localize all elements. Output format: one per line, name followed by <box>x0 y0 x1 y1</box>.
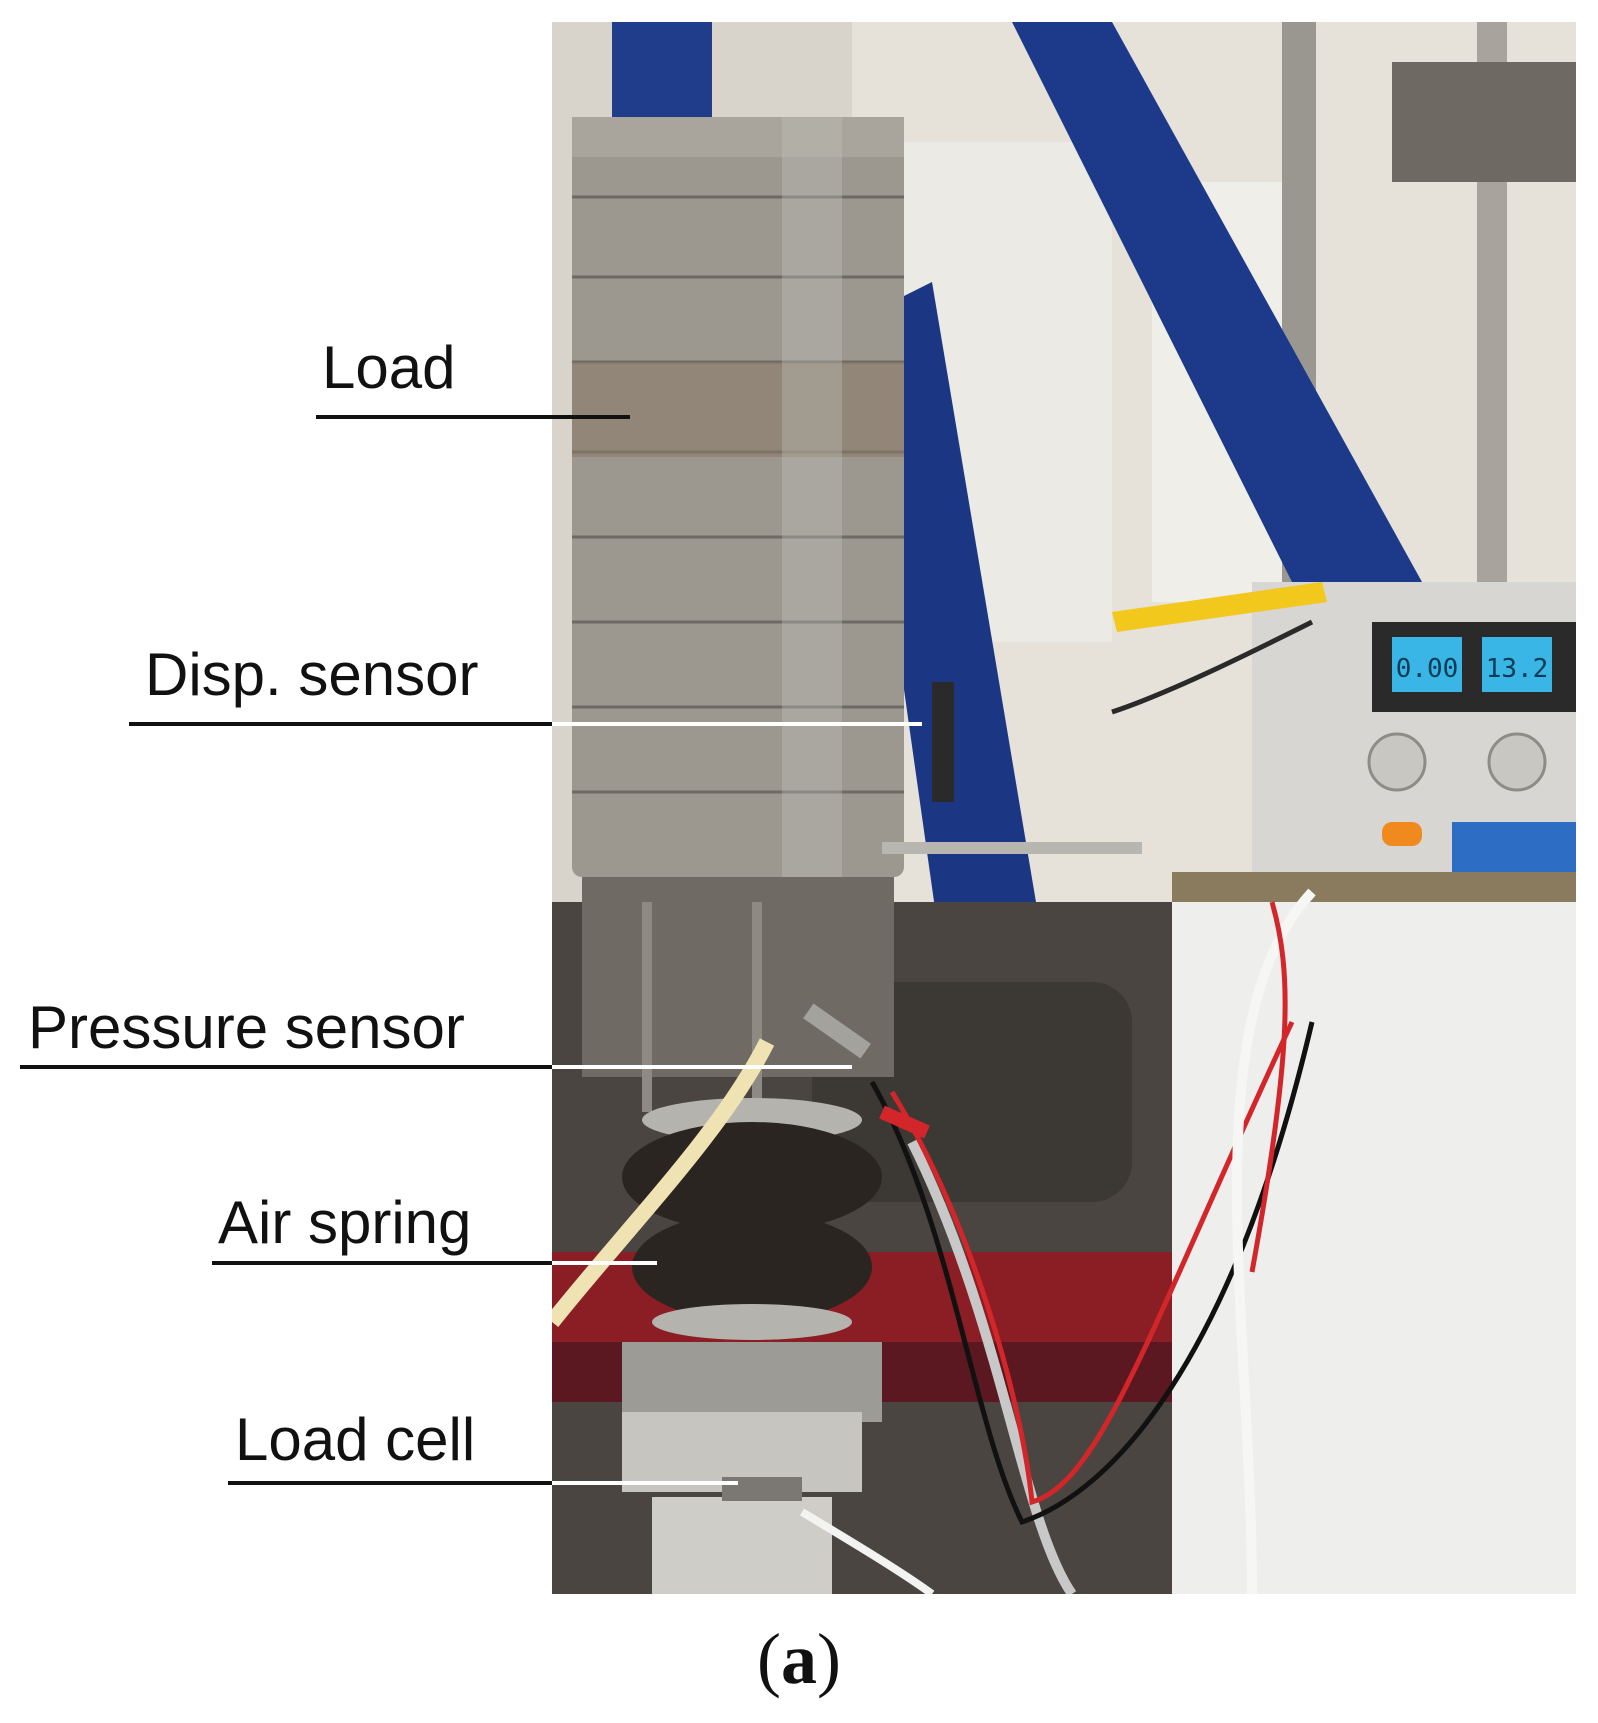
test-rig-photo: 0.00 13.2 <box>552 22 1576 1594</box>
blue-frame <box>1012 22 1422 642</box>
leader-loadcell-inner <box>552 1481 738 1485</box>
caption-open-paren: ( <box>757 1619 781 1699</box>
leader-pressure-inner <box>552 1065 852 1069</box>
load-weights <box>572 117 904 877</box>
leader-disp-inner <box>552 722 922 726</box>
caption-letter: a <box>781 1619 817 1699</box>
label-load-cell: Load cell <box>235 1406 476 1473</box>
label-air-spring: Air spring <box>218 1189 472 1256</box>
figure-caption: (a) <box>0 1618 1598 1701</box>
leader-disp-outer <box>129 722 552 726</box>
label-pressure-sensor: Pressure sensor <box>28 994 465 1061</box>
test-rig-illustration: 0.00 13.2 <box>552 22 1576 1594</box>
current-readout: 0.00 <box>1396 654 1459 684</box>
leader-air-inner <box>552 1261 657 1265</box>
leader-load-inner <box>552 415 630 419</box>
air-spring-lower <box>632 1212 872 1322</box>
leader-loadcell-outer <box>228 1481 552 1485</box>
label-disp-sensor: Disp. sensor <box>145 641 479 708</box>
label-load: Load <box>322 334 456 401</box>
leader-pressure-outer <box>20 1065 552 1069</box>
caption-close-paren: ) <box>817 1619 841 1699</box>
leader-load-outer <box>316 415 552 419</box>
voltage-readout: 13.2 <box>1486 654 1549 684</box>
leader-air-outer <box>212 1261 552 1265</box>
